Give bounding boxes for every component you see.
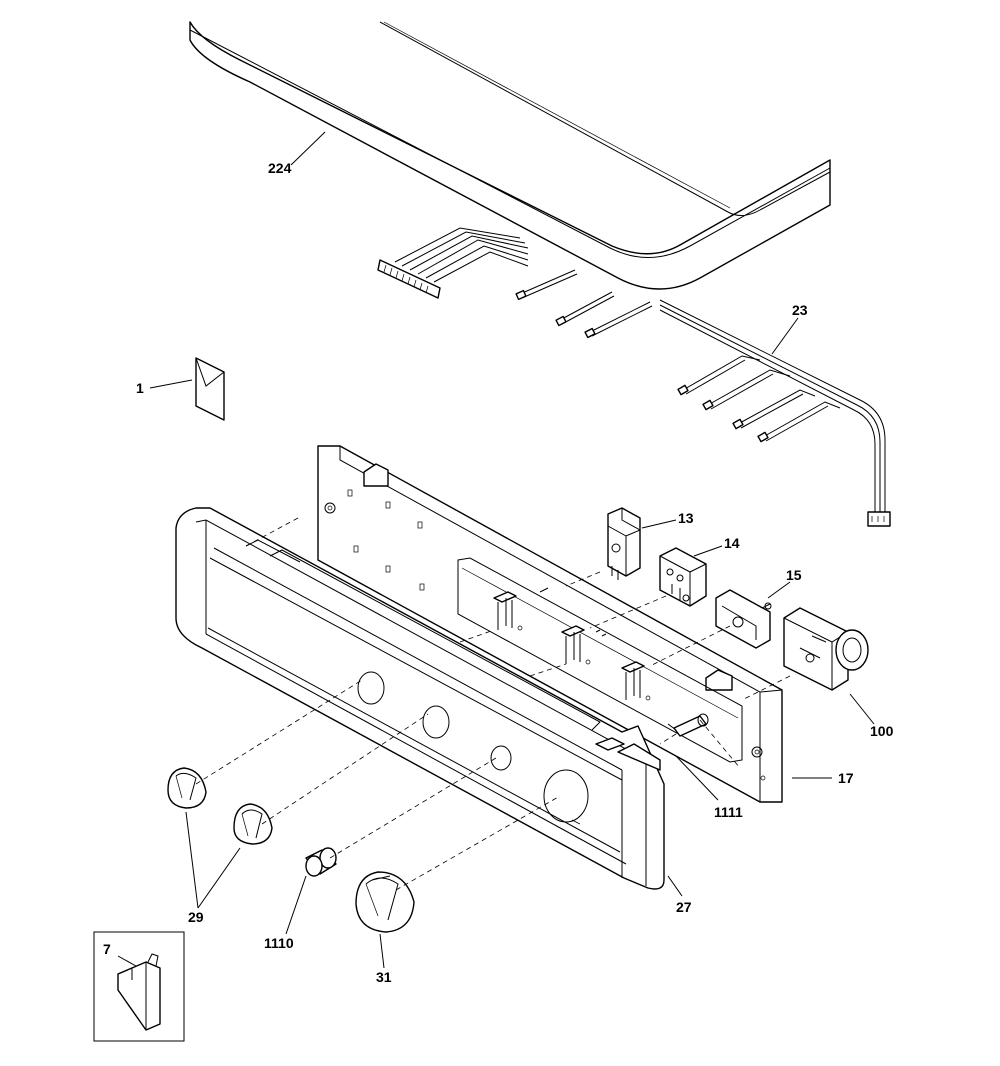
literature-envelope — [195, 357, 225, 421]
part-label-13: 13 — [678, 510, 694, 526]
switch-14 — [659, 547, 707, 607]
top-cover — [189, 21, 831, 290]
control-panel — [175, 507, 665, 890]
part-label-27: 27 — [676, 899, 692, 915]
part-label-1110: 1110 — [264, 935, 294, 951]
leader-lines — [117, 131, 875, 969]
part-label-17: 17 — [838, 770, 854, 786]
switch-15 — [715, 589, 772, 649]
part-labels: 224 23 1 13 14 15 100 17 1111 29 1110 31… — [103, 160, 894, 985]
part-label-1111: 1111 — [714, 804, 743, 820]
knob-29-upper — [167, 767, 207, 809]
part-label-31: 31 — [376, 969, 392, 985]
knob-31 — [355, 871, 415, 933]
switch-13 — [607, 507, 641, 580]
ribbon-cable — [377, 227, 529, 299]
part-label-224: 224 — [268, 160, 292, 176]
part-label-29: 29 — [188, 909, 204, 925]
part-label-7: 7 — [103, 941, 111, 957]
shaft-1111 — [667, 713, 709, 737]
wire-harness — [659, 299, 891, 527]
inset-clip-box — [93, 931, 185, 1042]
bushing-1110 — [305, 847, 337, 877]
timer-100 — [783, 607, 869, 691]
part-label-23: 23 — [792, 302, 808, 318]
part-label-1: 1 — [136, 380, 144, 396]
assembly-lines — [195, 517, 791, 891]
part-label-15: 15 — [786, 567, 802, 583]
switch-brackets — [493, 587, 651, 701]
part-label-100: 100 — [870, 723, 894, 739]
part-label-14: 14 — [724, 535, 740, 551]
knob-29-lower — [233, 803, 273, 845]
wire-leads — [515, 269, 653, 339]
